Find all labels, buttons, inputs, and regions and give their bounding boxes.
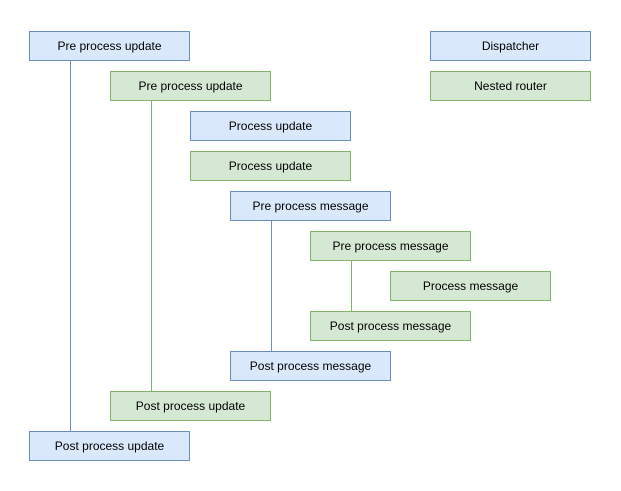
legend-item-label: Dispatcher [481, 39, 540, 53]
process-node-label: Post process update [135, 399, 246, 413]
process-node-label: Pre process message [252, 199, 369, 213]
legend-item-router[interactable]: Nested router [430, 71, 591, 101]
legend-item-dispatcher[interactable]: Dispatcher [430, 31, 591, 61]
process-node[interactable]: Post process update [110, 391, 271, 421]
process-node[interactable]: Post process message [230, 351, 391, 381]
process-node-label: Post process message [329, 319, 452, 333]
connector-line [271, 221, 272, 351]
legend-item-label: Nested router [474, 79, 547, 93]
process-node-label: Process update [228, 119, 313, 133]
process-node-label: Pre process update [57, 39, 162, 53]
process-node[interactable]: Process update [190, 111, 351, 141]
process-node[interactable]: Pre process message [310, 231, 471, 261]
process-node[interactable]: Process message [390, 271, 551, 301]
connector-line [151, 101, 152, 391]
process-node-label: Process message [422, 279, 519, 293]
process-node-label: Post process update [54, 439, 165, 453]
process-node[interactable]: Post process message [310, 311, 471, 341]
process-node[interactable]: Pre process update [29, 31, 190, 61]
process-node-label: Post process message [249, 359, 372, 373]
process-node[interactable]: Process update [190, 151, 351, 181]
process-node[interactable]: Pre process update [110, 71, 271, 101]
connector-line [351, 261, 352, 311]
process-node[interactable]: Pre process message [230, 191, 391, 221]
process-node-label: Pre process message [332, 239, 449, 253]
process-node-label: Pre process update [138, 79, 243, 93]
connector-line [70, 61, 71, 431]
process-node[interactable]: Post process update [29, 431, 190, 461]
process-node-label: Process update [228, 159, 313, 173]
